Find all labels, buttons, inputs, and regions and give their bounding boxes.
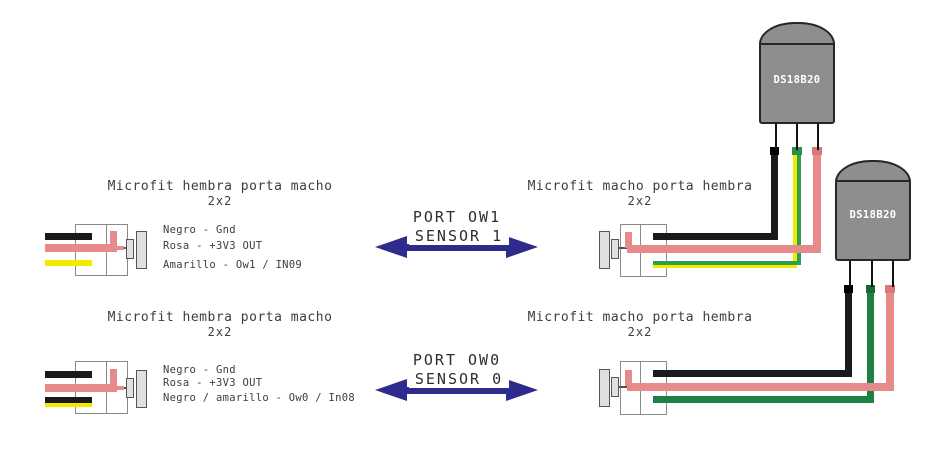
black-wire-tip	[770, 147, 779, 155]
black-yellow-wire-black	[45, 397, 92, 403]
green-wire-horizontal	[653, 396, 874, 403]
connector-subtitle: 2x2	[207, 194, 233, 208]
wire-label-rosa: Rosa - +3V3 OUT	[163, 240, 263, 252]
sensor-flange-line	[837, 180, 909, 182]
sensor-leg	[796, 122, 798, 150]
arrow-right-head	[506, 236, 538, 258]
pink-pin-stub	[625, 370, 632, 386]
pink-pin-tip	[117, 386, 124, 390]
port-ow0-label: PORT OW0	[412, 351, 502, 369]
pink-pin-stub	[110, 369, 117, 385]
connector-subtitle: 2x2	[627, 194, 653, 208]
wire-label-rosa: Rosa - +3V3 OUT	[163, 377, 263, 389]
mating-face	[599, 231, 610, 269]
connector-subtitle: 2x2	[207, 325, 233, 339]
sensor-leg	[817, 122, 819, 150]
pink-wire-vertical	[813, 150, 821, 248]
sensor-leg	[775, 122, 777, 150]
pink-wire-horizontal	[627, 383, 894, 391]
arrow-left-head	[375, 236, 407, 258]
connector-title: Microfit hembra porta macho	[107, 310, 333, 325]
sensor-1-label: SENSOR 1	[409, 228, 509, 245]
mating-face	[599, 369, 610, 407]
connector-title: Microfit macho porta hembra	[527, 310, 753, 325]
pin-contact	[126, 239, 134, 259]
connector-subtitle: 2x2	[627, 325, 653, 339]
yellow-green-wire-vertical-green	[797, 150, 801, 261]
sensor-package: DS18B20	[835, 160, 911, 261]
pink-wire-tip	[812, 147, 822, 155]
pink-wire-horizontal	[627, 245, 821, 253]
pink-wire	[45, 244, 117, 252]
pink-pin-stub	[110, 231, 117, 247]
black-wire-horizontal	[653, 370, 852, 377]
green-wire-tip	[792, 147, 802, 155]
wire-label-amarillo: Amarillo - Ow1 / IN09	[163, 259, 303, 271]
sensor-part-number: DS18B20	[849, 209, 897, 221]
pink-wire-tip	[885, 285, 895, 293]
black-wire-vertical	[771, 150, 778, 240]
arrow-right-head	[506, 379, 538, 401]
yellow-green-wire-vertical-yellow	[793, 150, 797, 268]
pin-contact	[611, 239, 619, 259]
yellow-wire	[45, 260, 92, 266]
arrow-shaft	[404, 387, 508, 394]
connector-title: Microfit hembra porta macho	[107, 179, 333, 194]
connector-title: Microfit macho porta hembra	[527, 179, 753, 194]
port-ow1-label: PORT OW1	[412, 208, 502, 226]
pink-pin-tip	[117, 246, 124, 250]
sensor-leg	[892, 259, 894, 287]
green-wire-tip	[866, 285, 875, 293]
wire-label-negro: Negro - Gnd	[163, 224, 236, 236]
black-wire-horizontal	[653, 233, 778, 240]
yellow-green-wire-horizontal-green	[653, 261, 801, 265]
wire-label-negro: Negro - Gnd	[163, 364, 236, 376]
black-yellow-wire-yellow	[45, 403, 92, 407]
black-wire-vertical	[845, 287, 852, 377]
black-wire	[45, 233, 92, 240]
sensor-part-number: DS18B20	[773, 74, 821, 86]
pin-link	[619, 386, 628, 388]
pink-wire	[45, 384, 117, 392]
arrow-left-head	[375, 379, 407, 401]
wire-label-negro-amarillo: Negro / amarillo - Ow0 / In08	[163, 392, 356, 404]
green-wire-vertical	[867, 287, 874, 403]
pin-contact	[126, 378, 134, 398]
pin-link	[619, 247, 628, 249]
arrow-shaft	[404, 244, 508, 251]
sensor-package: DS18B20	[759, 22, 835, 124]
mating-face	[136, 231, 147, 269]
black-wire	[45, 371, 92, 378]
sensor-leg	[849, 259, 851, 287]
pink-wire-vertical	[886, 287, 894, 391]
sensor-flange-line	[761, 43, 833, 45]
pink-pin-stub	[625, 232, 632, 248]
mating-face	[136, 370, 147, 408]
yellow-green-wire-horizontal-yellow	[653, 265, 793, 268]
sensor-leg	[871, 259, 873, 287]
pin-contact	[611, 377, 619, 397]
sensor-0-label: SENSOR 0	[409, 371, 509, 388]
black-wire-tip	[844, 285, 853, 293]
